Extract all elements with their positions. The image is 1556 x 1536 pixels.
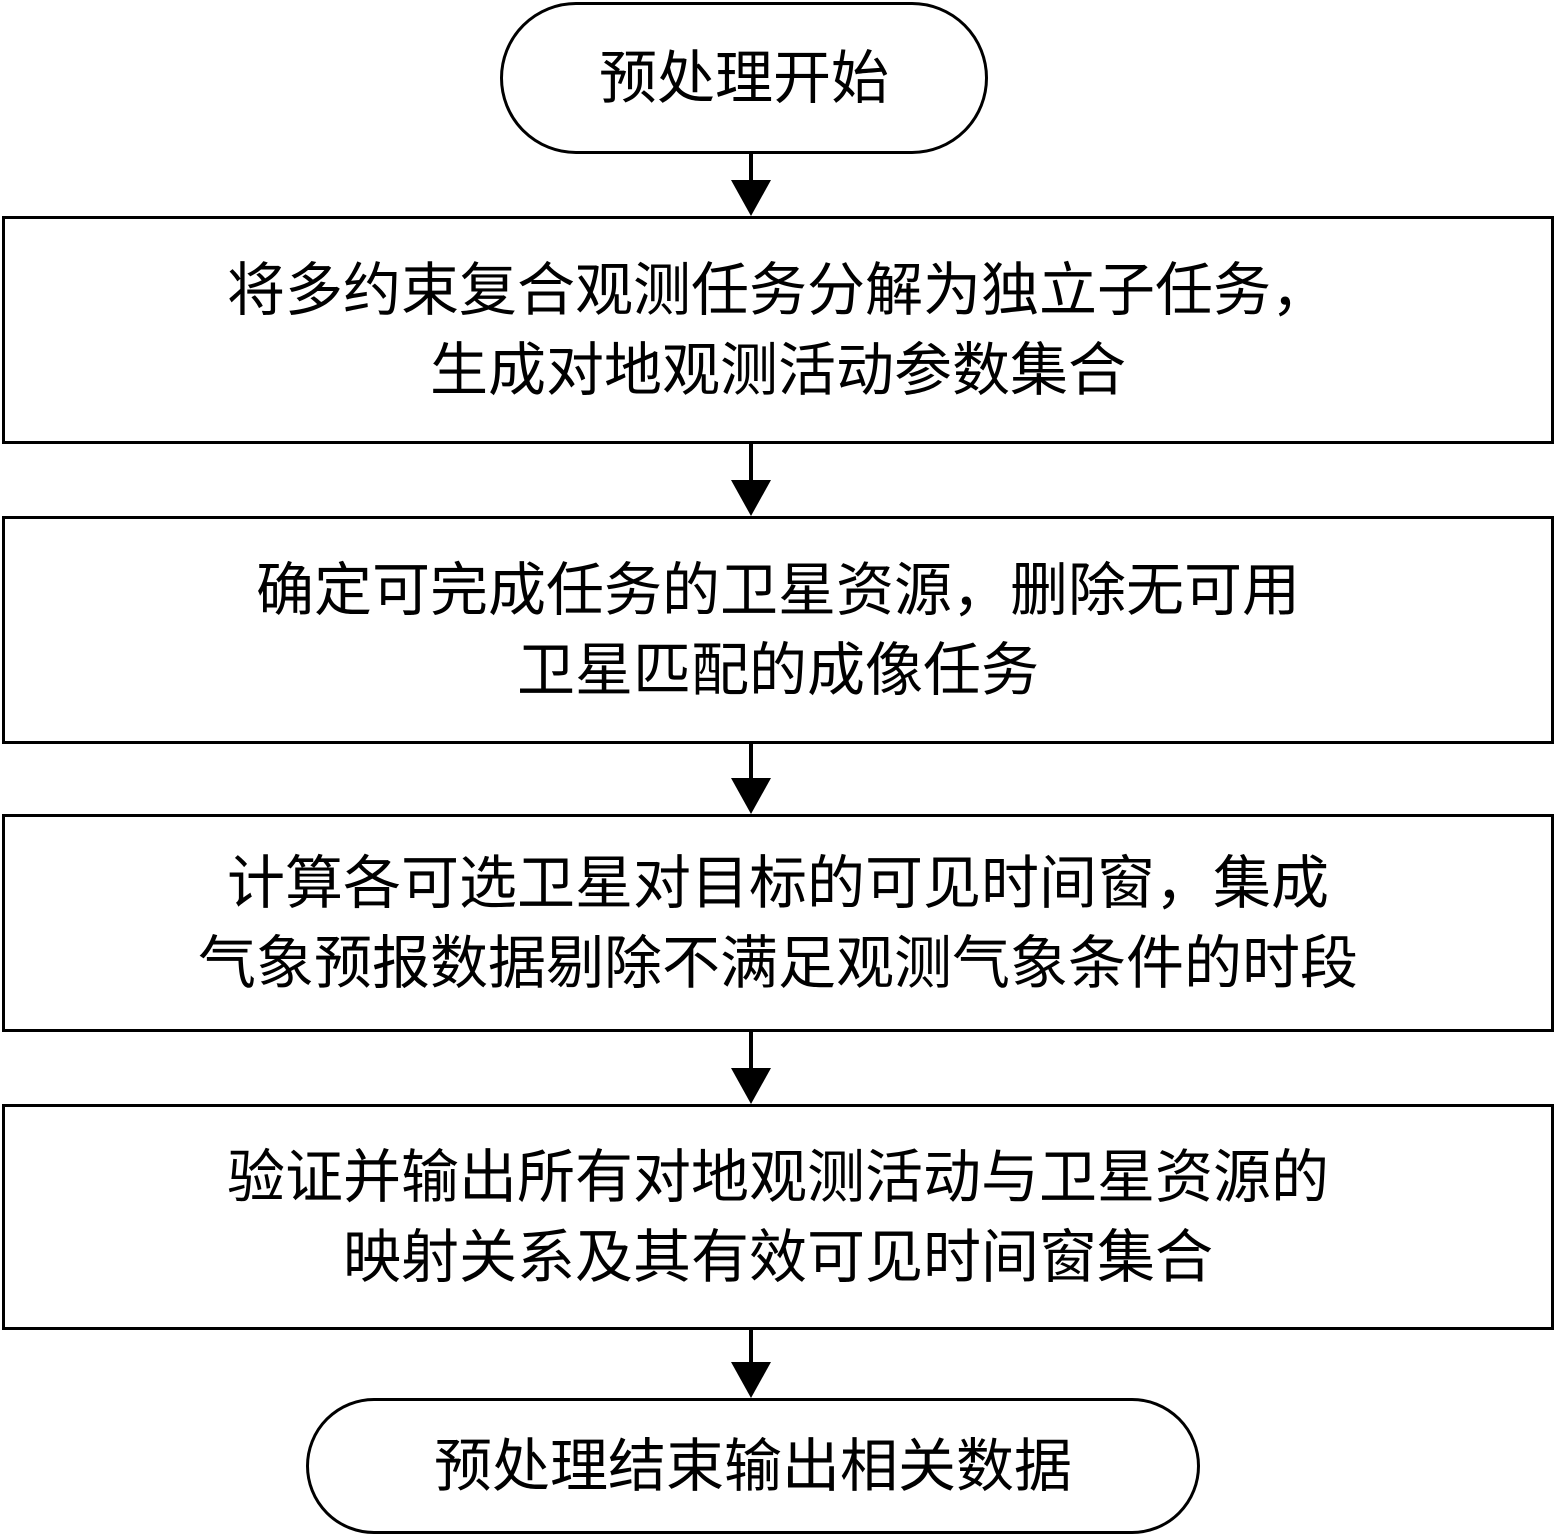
start-terminal-label: 预处理开始 (598, 44, 889, 112)
process-step-4-line-2: 映射关系及其有效可见时间窗集合 (342, 1223, 1213, 1291)
process-step-3-line-1: 计算各可选卫星对目标的可见时间窗，集成 (226, 849, 1329, 917)
process-step-2-line-1: 确定可完成任务的卫星资源，删除无可用 (255, 556, 1300, 624)
process-step-1-line-1: 将多约束复合观测任务分解为独立子任务， (226, 256, 1329, 324)
process-step-2: 确定可完成任务的卫星资源，删除无可用 卫星匹配的成像任务 (2, 516, 1554, 744)
start-terminal: 预处理开始 (500, 2, 988, 154)
flow-arrow-4 (731, 1032, 771, 1104)
flow-arrow-2 (731, 444, 771, 516)
flow-arrow-1 (731, 154, 771, 216)
process-step-2-line-2: 卫星匹配的成像任务 (516, 636, 1039, 704)
flow-arrow-5 (731, 1330, 771, 1398)
process-step-4-line-1: 验证并输出所有对地观测活动与卫星资源的 (226, 1143, 1329, 1211)
flow-arrow-3 (731, 744, 771, 814)
process-step-1: 将多约束复合观测任务分解为独立子任务， 生成对地观测活动参数集合 (2, 216, 1554, 444)
process-step-3: 计算各可选卫星对目标的可见时间窗，集成 气象预报数据剔除不满足观测气象条件的时段 (2, 814, 1554, 1032)
end-terminal-label: 预处理结束输出相关数据 (433, 1432, 1072, 1500)
process-step-1-line-2: 生成对地观测活动参数集合 (429, 336, 1126, 404)
process-step-3-line-2: 气象预报数据剔除不满足观测气象条件的时段 (197, 929, 1358, 997)
process-step-4: 验证并输出所有对地观测活动与卫星资源的 映射关系及其有效可见时间窗集合 (2, 1104, 1554, 1330)
end-terminal: 预处理结束输出相关数据 (306, 1398, 1200, 1534)
